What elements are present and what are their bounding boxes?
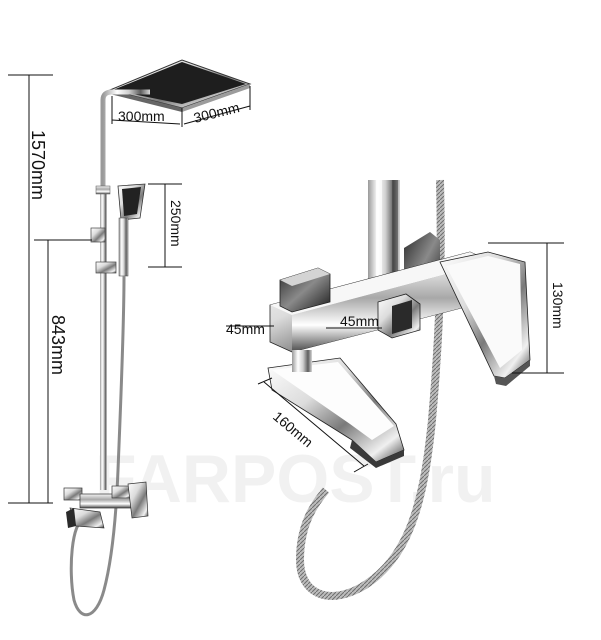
dim-body-depth: 45mm [226, 321, 265, 337]
dim-hand-shower-length: 250mm [168, 200, 184, 247]
rain-shower-head [108, 59, 252, 112]
dim-head-width: 300mm [118, 108, 165, 124]
dim-body-width: 45mm [340, 313, 379, 329]
mixer-closeup-view: 45mm 45mm 130mm 160mm [226, 179, 566, 600]
dim-spout-height: 843mm [48, 315, 68, 375]
hand-shower [117, 183, 146, 277]
shower-hose [69, 275, 126, 617]
shower-column [100, 190, 107, 490]
shower-system-full-view: 1570mm 843mm 300mm 300mm 250mm [8, 59, 252, 617]
dim-total-height: 1570mm [28, 130, 48, 200]
dim-handle-height: 130mm [550, 282, 566, 329]
watermark: FARPOST.ru [95, 441, 496, 517]
mixer-body-small [63, 481, 149, 529]
